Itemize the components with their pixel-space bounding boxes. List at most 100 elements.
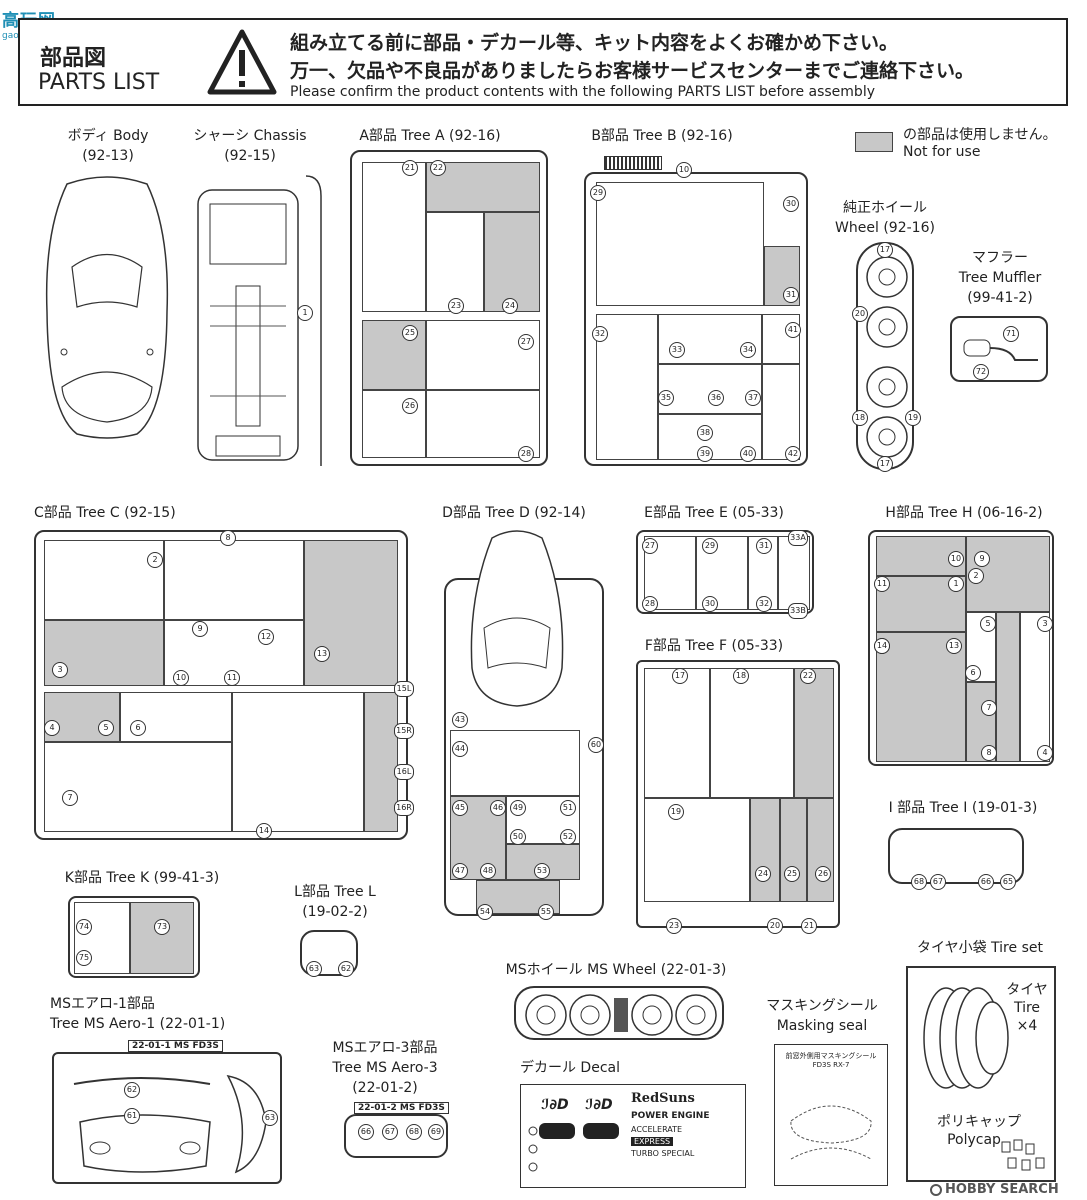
warning-line-1: 組み立てる前に部品・デカール等、キット内容をよくお確かめ下さい。 [290,32,899,54]
wheel-part-number: 18 [852,410,868,426]
masking-sheet-sub: FD3S RX-7 [812,1061,850,1069]
tree-b-frame [584,172,808,466]
tree-e-part-number: 31 [756,538,772,554]
tree-f-part-number: 25 [784,866,800,882]
tree-b-cell-32 [596,314,658,460]
tree-b-cell-41 [762,314,800,364]
tree-e-part-number: 30 [702,596,718,612]
tree-k-frame [68,896,200,978]
tree-a-cell-28 [426,390,540,458]
tree-a-part-number: 23 [448,298,464,314]
masking-outline-drawing [790,1105,872,1160]
tree-i-part-number: 65 [1000,874,1016,890]
tree-i-title: I 部品 Tree I (19-01-3) [888,800,1038,816]
decal-redsuns: RedSuns [631,1091,695,1106]
tree-k-part-number: 73 [154,919,170,935]
wheel-frame [856,242,914,470]
tree-l-part-number: 63 [306,961,322,977]
legend-swatch [855,132,893,152]
tree-h-part-number: 1 [948,576,964,592]
ms-aero3-part-number: 66 [358,1124,374,1140]
warning-line-2: 万一、欠品や不良品がありましたらお客様サービスセンターまでご連絡下さい。 [290,60,975,82]
tree-f-cell-18 [710,668,794,798]
tree-f-part-number: 22 [800,668,816,684]
tree-b-tag [604,156,662,170]
tree-c-part-number: 11 [224,670,240,686]
body-code: (92-13) [82,148,134,164]
tire-set-title: タイヤ小袋 Tire set [917,940,1043,956]
tree-d-part-number: 48 [480,863,496,879]
tree-h-part-number: 14 [874,638,890,654]
ms-aero3-part-number: 67 [382,1124,398,1140]
warning-triangle-icon [207,29,277,95]
legend-text-jp: の部品は使用しません。 [903,127,1057,143]
parts-list-header: 部品図 PARTS LIST 組み立てる前に部品・デカール等、キット内容をよくお… [18,18,1068,106]
tire-label-en: Tire [1013,1000,1041,1016]
tree-f-part-number: 21 [801,918,817,934]
tree-f-cell-25 [780,798,807,902]
tree-a-part-number: 26 [402,398,418,414]
tree-d-part-number: 60 [588,737,604,753]
tree-d-cell-49 [506,796,580,844]
tree-b-part-number: 42 [785,446,801,462]
ms-aero3-part-number: 68 [406,1124,422,1140]
tree-b-part-number: 34 [740,342,756,358]
ms-aero1-part-number: 63 [262,1110,278,1126]
hobby-search-logo: HOBBY SEARCH [930,1182,1059,1197]
tree-b-cell-29 [596,182,764,306]
ms-aero1-tag: 22-01-1 MS FD3S [128,1040,223,1052]
tree-b-part-number: 37 [745,390,761,406]
ms-aero3-tag: 22-01-2 MS FD3S [354,1102,449,1114]
tree-c-part-number: 8 [220,530,236,546]
tree-h-part-number: 2 [968,568,984,584]
wheel-rims-drawing [866,256,908,458]
decal-power-engine: POWER ENGINE [631,1111,710,1121]
header-title-en: PARTS LIST [38,70,160,95]
body-title: ボディ Body [67,128,149,144]
ms-aero1-part-number: 61 [124,1108,140,1124]
tree-f-part-number: 18 [733,668,749,684]
tree-d-cell-44 [450,730,580,796]
tree-e-part-number: 32 [756,596,772,612]
muffler-part-number: 72 [973,364,989,380]
tree-e-part-number: 27 [642,538,658,554]
tree-e-cell-27 [644,536,696,610]
muffler-code: (99-41-2) [967,290,1033,306]
polycap-drawing [1001,1139,1045,1171]
tire-set-frame: タイヤ Tire ×4 ポリキャップ Polycap [906,966,1056,1182]
chassis-drawing [197,175,322,466]
tree-c-cell-6 [120,692,232,742]
tree-f-part-number: 19 [668,804,684,820]
tree-a-cell-21 [362,162,426,312]
tree-a-cell-27 [426,320,540,390]
tree-c-cell-2 [44,540,164,620]
tree-i-frame [888,828,1024,884]
wheel-title-jp: 純正ホイール [843,200,927,216]
tree-h-cell-7 [996,612,1020,762]
decal-title: デカール Decal [519,1060,620,1076]
warning-line-3: Please confirm the product contents with… [290,84,875,100]
tree-e-frame [636,530,814,614]
tree-a-part-number: 28 [518,446,534,462]
tree-k-part-number: 74 [76,919,92,935]
chassis-code: (92-15) [224,148,276,164]
tree-d-part-number: 45 [452,800,468,816]
tree-i-part-number: 66 [978,874,994,890]
hobby-search-icon [930,1183,942,1196]
tree-c-part-number: 14 [256,823,272,839]
chassis-title: シャーシ Chassis [193,128,307,144]
tree-k-title: K部品 Tree K (99-41-3) [64,870,220,886]
tree-f-cell-26 [807,798,834,902]
tree-f-cell-17 [644,668,710,798]
tree-c-part-number: 7 [62,790,78,806]
tree-b-title: B部品 Tree B (92-16) [591,128,733,144]
tree-c-part-number: 10 [173,670,189,686]
tree-f-part-number: 20 [767,918,783,934]
tree-i-part-number: 68 [911,874,927,890]
tree-c-part-number: 9 [192,621,208,637]
tree-a-cell-25 [362,320,426,390]
tree-b-part-number: 41 [785,322,801,338]
tree-h-part-number: 3 [1037,616,1053,632]
tree-d-part-number: 49 [510,800,526,816]
tree-c-part-number: 12 [258,629,274,645]
